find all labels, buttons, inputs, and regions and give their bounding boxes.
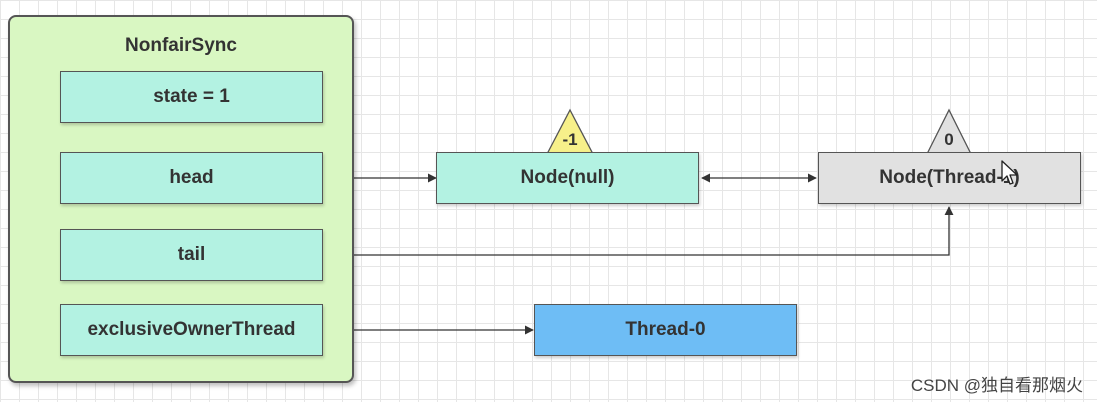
head-field-label: head — [169, 167, 214, 188]
tail-field-box: tail — [60, 229, 323, 281]
head-field-box: head — [60, 152, 323, 204]
thread0-label: Thread-0 — [625, 319, 706, 340]
watermark: CSDN @独自看那烟火 — [910, 376, 1083, 395]
mouse-cursor-icon — [1001, 160, 1018, 185]
null-node-label: Node(null) — [520, 167, 615, 188]
tail-to-thread1-node-connector — [325, 206, 954, 260]
null-node-box: Node(null) — [436, 152, 699, 204]
owner-field-label: exclusiveOwnerThread — [87, 319, 296, 340]
owner-field-box: exclusiveOwnerThread — [60, 304, 323, 356]
thread1-node-box: Node(Thread-1) — [818, 152, 1081, 204]
state-field-box: state = 1 — [60, 71, 323, 123]
tail-field-label: tail — [177, 244, 206, 265]
null-node-wait-status: -1 — [562, 130, 578, 149]
thread1-node-label: Node(Thread-1) — [879, 167, 1020, 188]
thread1-node-wait-status: 0 — [944, 130, 954, 149]
thread0-box: Thread-0 — [534, 304, 797, 356]
state-field-label: state = 1 — [153, 86, 230, 107]
nonfair-sync-title: NonfairSync — [125, 35, 237, 56]
